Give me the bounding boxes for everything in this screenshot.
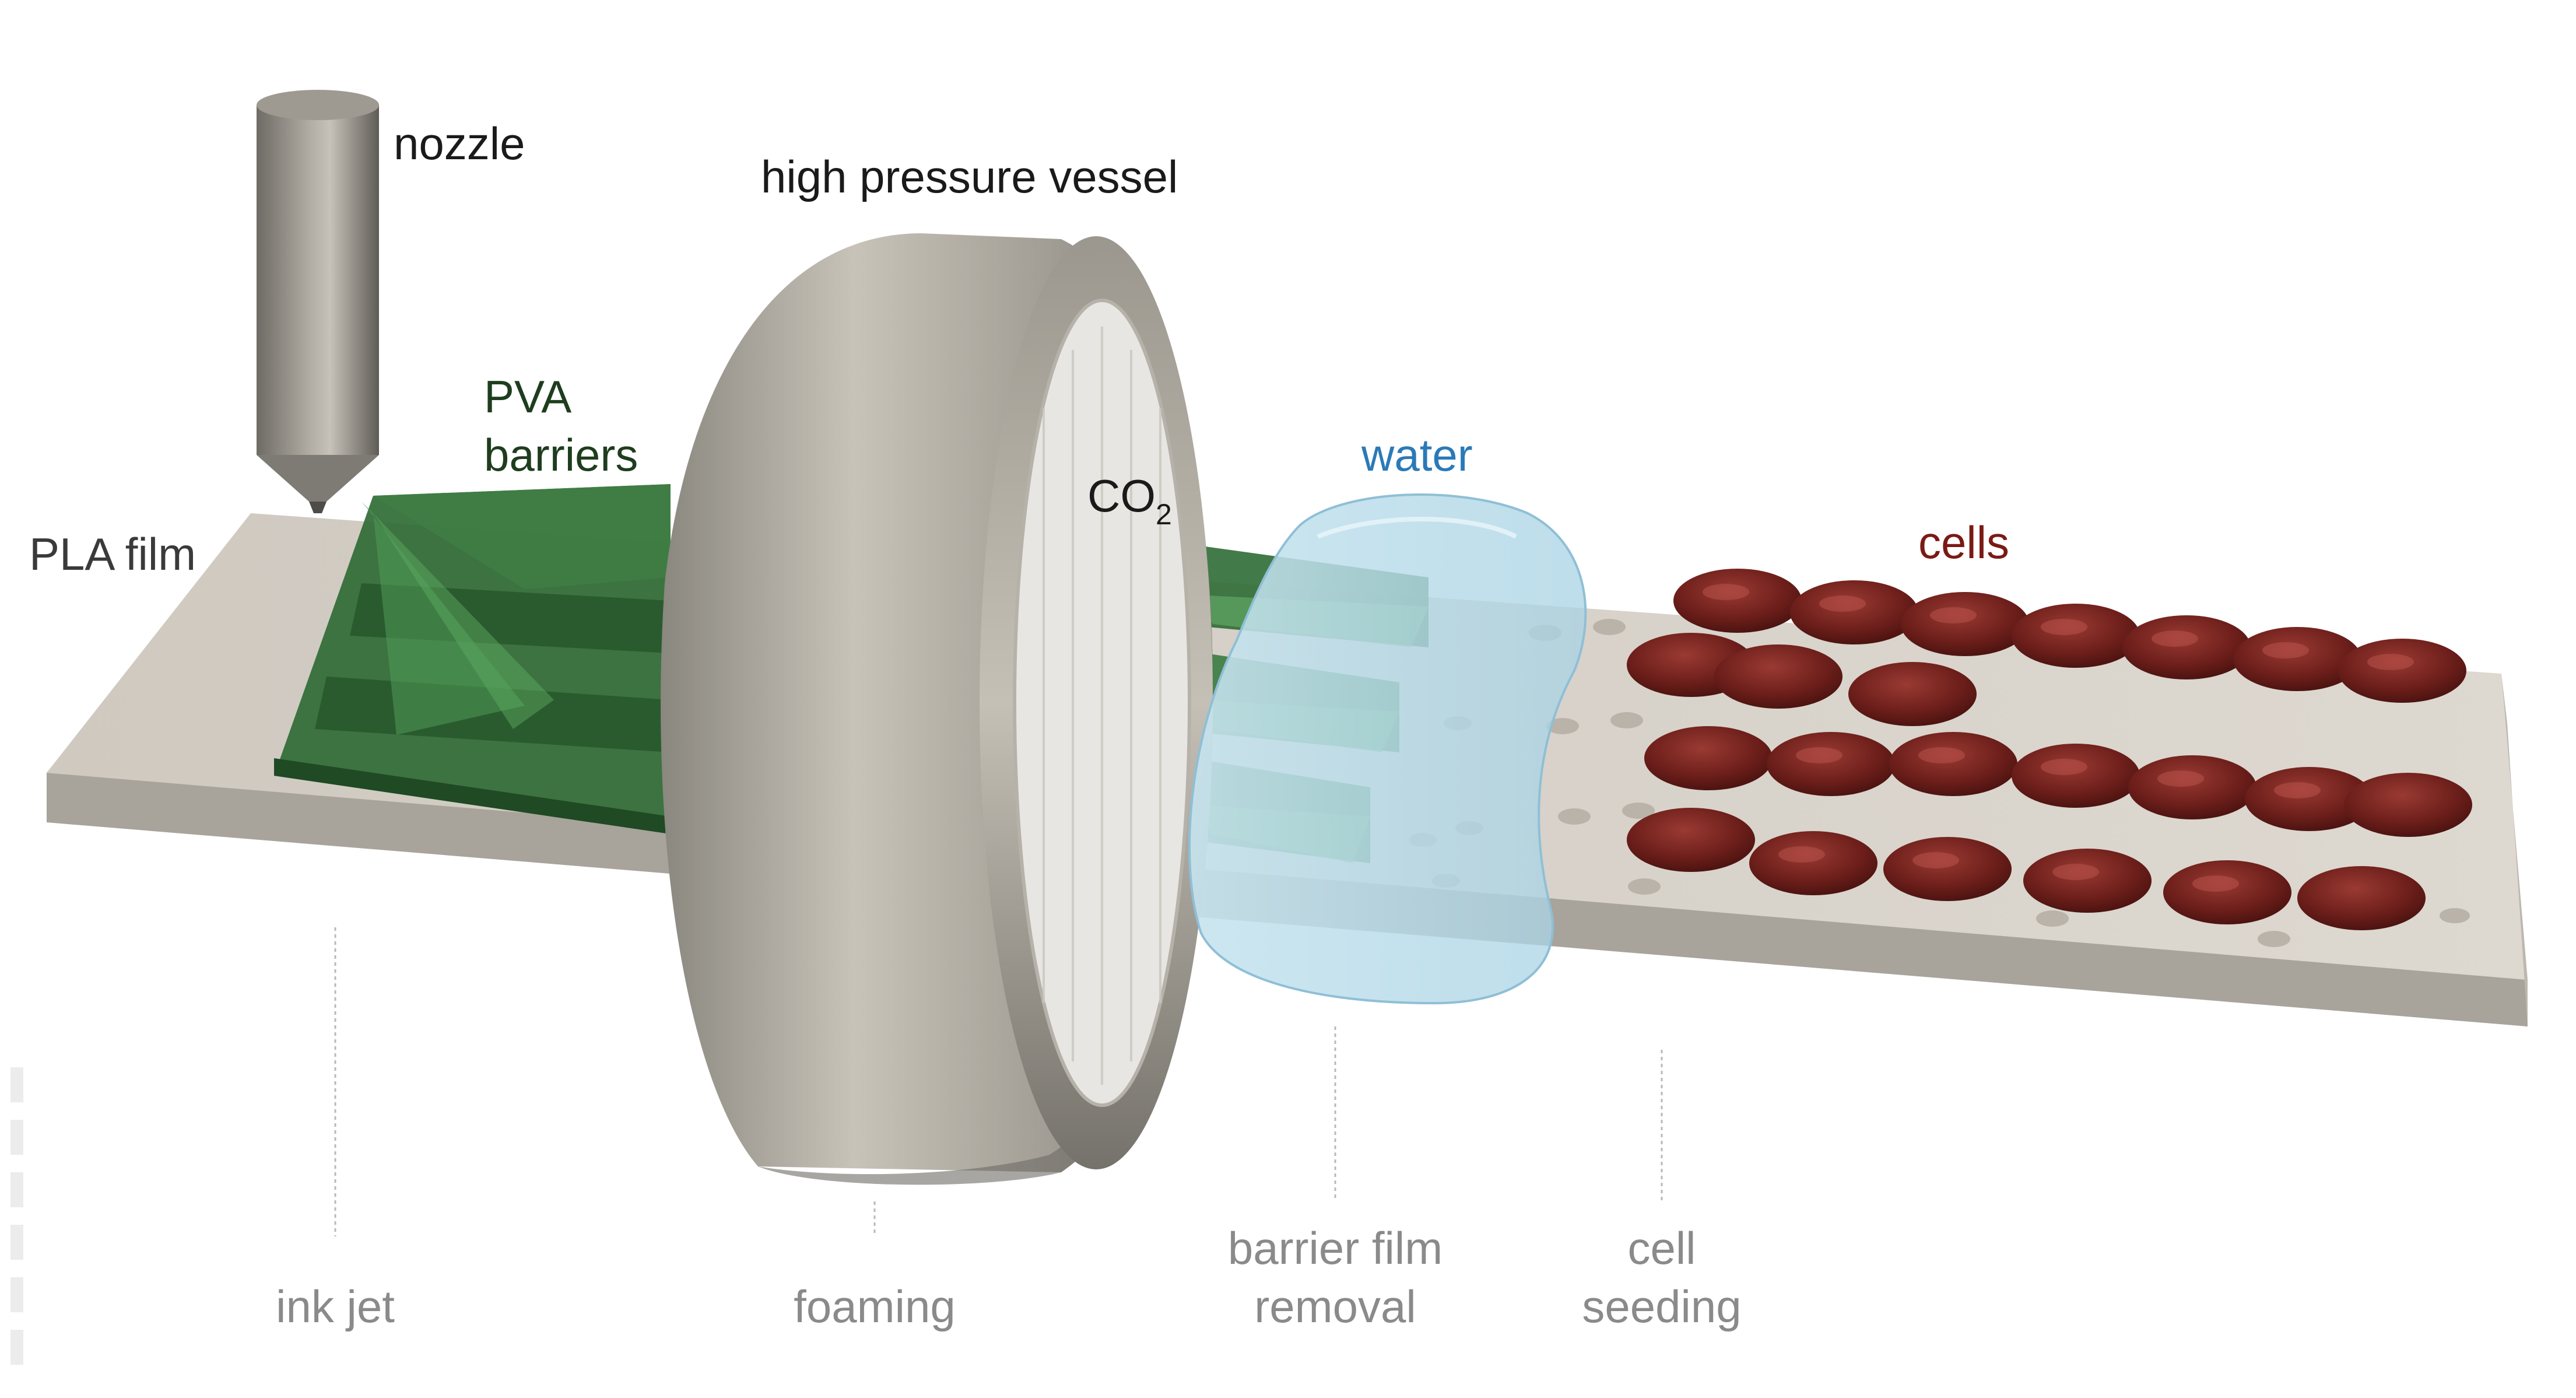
stage-barrier-line2: removal xyxy=(1254,1281,1416,1332)
stage-cell-line2: seeding xyxy=(1582,1281,1742,1332)
stage-cell-line1: cell xyxy=(1627,1222,1696,1274)
stage-foaming: foaming xyxy=(794,1281,956,1332)
stage-barrier-line1: barrier film xyxy=(1227,1222,1443,1274)
pva-label-line1: PVA xyxy=(484,371,572,422)
edge-marks xyxy=(10,1067,23,1365)
co2-label: CO2 xyxy=(1087,467,1172,531)
nozzle-label: nozzle xyxy=(394,118,525,169)
nozzle xyxy=(257,90,379,513)
water-label: water xyxy=(1361,429,1473,481)
cell-row-3 xyxy=(1644,726,2472,837)
vessel-label: high pressure vessel xyxy=(761,151,1178,202)
stage-cell-seeding: cell seeding xyxy=(1551,1219,1773,1336)
stage-leader-lines xyxy=(334,927,1663,1236)
co2-main: CO xyxy=(1087,470,1156,521)
cells-label: cells xyxy=(1918,517,2010,568)
stage-ink-jet: ink jet xyxy=(276,1281,395,1332)
stage-barrier-removal: barrier film removal xyxy=(1189,1219,1481,1336)
high-pressure-vessel xyxy=(661,233,1213,1185)
pla-film-label: PLA film xyxy=(29,528,196,580)
cell-row-1 xyxy=(1673,569,2466,703)
co2-subscript: 2 xyxy=(1156,498,1172,531)
seeded-cells xyxy=(1627,569,2472,930)
cell-row-4 xyxy=(1627,808,2426,930)
cell-row-2 xyxy=(1627,633,1977,726)
water-bath xyxy=(1188,493,1587,1005)
pva-label-line2: barriers xyxy=(484,429,638,481)
pva-barriers xyxy=(274,484,671,834)
